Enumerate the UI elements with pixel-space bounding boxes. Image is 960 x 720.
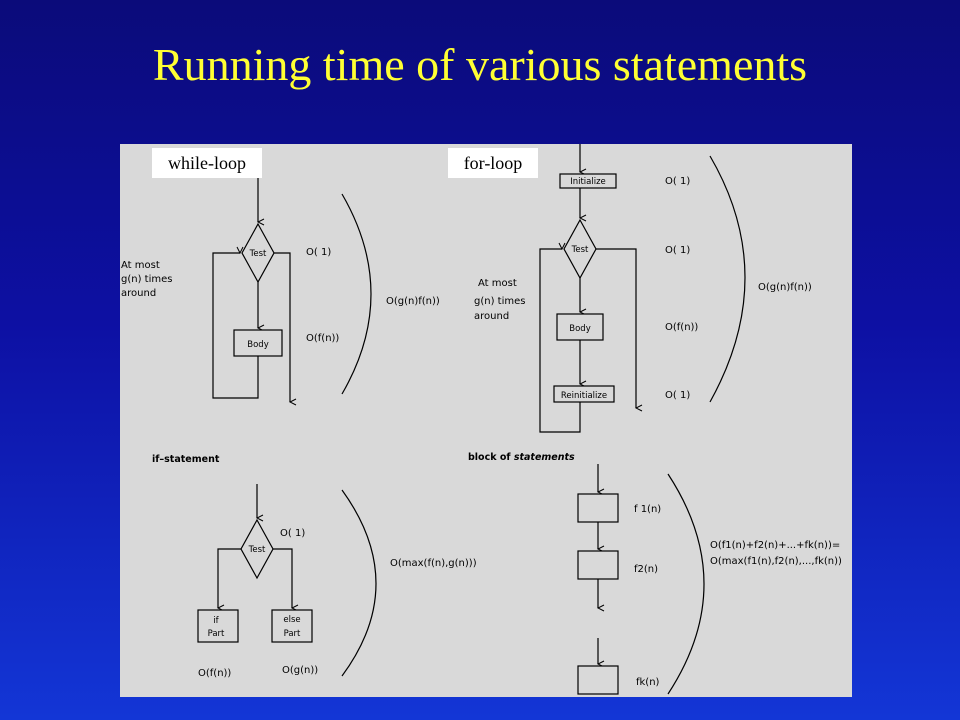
block-f1-box bbox=[577, 493, 619, 523]
for-initialize-label: Initialize bbox=[570, 177, 606, 187]
for-reinitialize-label: Reinitialize bbox=[561, 391, 607, 401]
while-loop-back-arrow bbox=[212, 253, 259, 399]
for-init-cost: O( 1) bbox=[665, 176, 690, 187]
if-part-label2: Part bbox=[208, 629, 225, 639]
for-test-label: Test bbox=[571, 245, 589, 255]
block-f1-label: f 1(n) bbox=[634, 504, 661, 515]
while-exit-arrow bbox=[274, 252, 290, 402]
if-total-brace bbox=[341, 489, 377, 677]
if-false-arrow bbox=[273, 548, 292, 608]
for-loop-label: for-loop bbox=[448, 148, 538, 178]
if-total-cost: O(max(f(n),g(n))) bbox=[390, 558, 477, 569]
while-times-line3: around bbox=[121, 288, 156, 299]
block-total-cost-line2: O(max(f1(n),f2(n),...,fk(n)) bbox=[710, 556, 842, 567]
for-total-cost: O(g(n)f(n)) bbox=[758, 282, 812, 293]
for-exit-arrow bbox=[596, 248, 636, 408]
block-f2-label: f2(n) bbox=[634, 564, 658, 575]
for-loop-back-arrow bbox=[539, 249, 581, 433]
for-initialize-box bbox=[559, 173, 617, 189]
block-f2-box bbox=[577, 550, 619, 580]
for-times-line3: around bbox=[474, 311, 509, 322]
while-body-box bbox=[233, 329, 283, 357]
while-loop-diagram: Test Body O( 1) O(f(n)) At most g(n) tim… bbox=[121, 176, 440, 402]
else-part-cost: O(g(n)) bbox=[282, 665, 318, 676]
for-total-brace bbox=[709, 155, 746, 403]
for-body-label: Body bbox=[569, 324, 590, 334]
for-loop-diagram: Initialize Test Body Reinitialize O( 1) … bbox=[474, 144, 812, 433]
for-reinitialize-box bbox=[553, 385, 615, 403]
else-part-label1: else bbox=[283, 615, 300, 625]
while-total-cost: O(g(n)f(n)) bbox=[386, 296, 440, 307]
if-part-box bbox=[197, 609, 239, 643]
while-loop-label: while-loop bbox=[152, 148, 262, 178]
while-test-cost: O( 1) bbox=[306, 247, 331, 258]
while-test-label: Test bbox=[249, 249, 267, 259]
while-times-line2: g(n) times bbox=[121, 274, 172, 285]
flowchart-figure: Test Body O( 1) O(f(n)) At most g(n) tim… bbox=[120, 144, 852, 697]
if-statement-heading: if–statement bbox=[152, 454, 220, 465]
for-times-line1: At most bbox=[478, 278, 517, 289]
if-statement-diagram: if–statement Test if Part else Part O( 1… bbox=[152, 454, 477, 679]
block-total-cost-line1: O(f1(n)+f2(n)+...+fk(n))= bbox=[710, 540, 840, 551]
block-heading: block of statements bbox=[468, 452, 575, 463]
if-part-label1: if bbox=[213, 616, 219, 626]
while-total-brace bbox=[341, 193, 372, 395]
if-true-arrow bbox=[218, 548, 241, 608]
for-reinit-cost: O( 1) bbox=[665, 390, 690, 401]
else-part-box bbox=[271, 609, 313, 643]
block-total-brace bbox=[667, 473, 705, 695]
block-statements-diagram: block of statements f 1(n) f2(n) fk(n) O… bbox=[468, 452, 842, 695]
for-test-cost: O( 1) bbox=[665, 245, 690, 256]
if-test-cost: O( 1) bbox=[280, 528, 305, 539]
block-fk-label: fk(n) bbox=[636, 677, 660, 688]
for-times-line2: g(n) times bbox=[474, 296, 525, 307]
if-test-label: Test bbox=[248, 545, 266, 555]
flowchart-diagram: Test Body O( 1) O(f(n)) At most g(n) tim… bbox=[121, 144, 842, 695]
while-body-label: Body bbox=[247, 340, 268, 350]
if-part-cost: O(f(n)) bbox=[198, 668, 231, 679]
slide-title: Running time of various statements bbox=[152, 39, 808, 90]
else-part-label2: Part bbox=[284, 629, 301, 639]
while-body-cost: O(f(n)) bbox=[306, 333, 339, 344]
block-fk-box bbox=[577, 665, 619, 695]
while-times-line1: At most bbox=[121, 260, 160, 271]
for-body-cost: O(f(n)) bbox=[665, 322, 698, 333]
if-test-diamond bbox=[240, 518, 274, 580]
